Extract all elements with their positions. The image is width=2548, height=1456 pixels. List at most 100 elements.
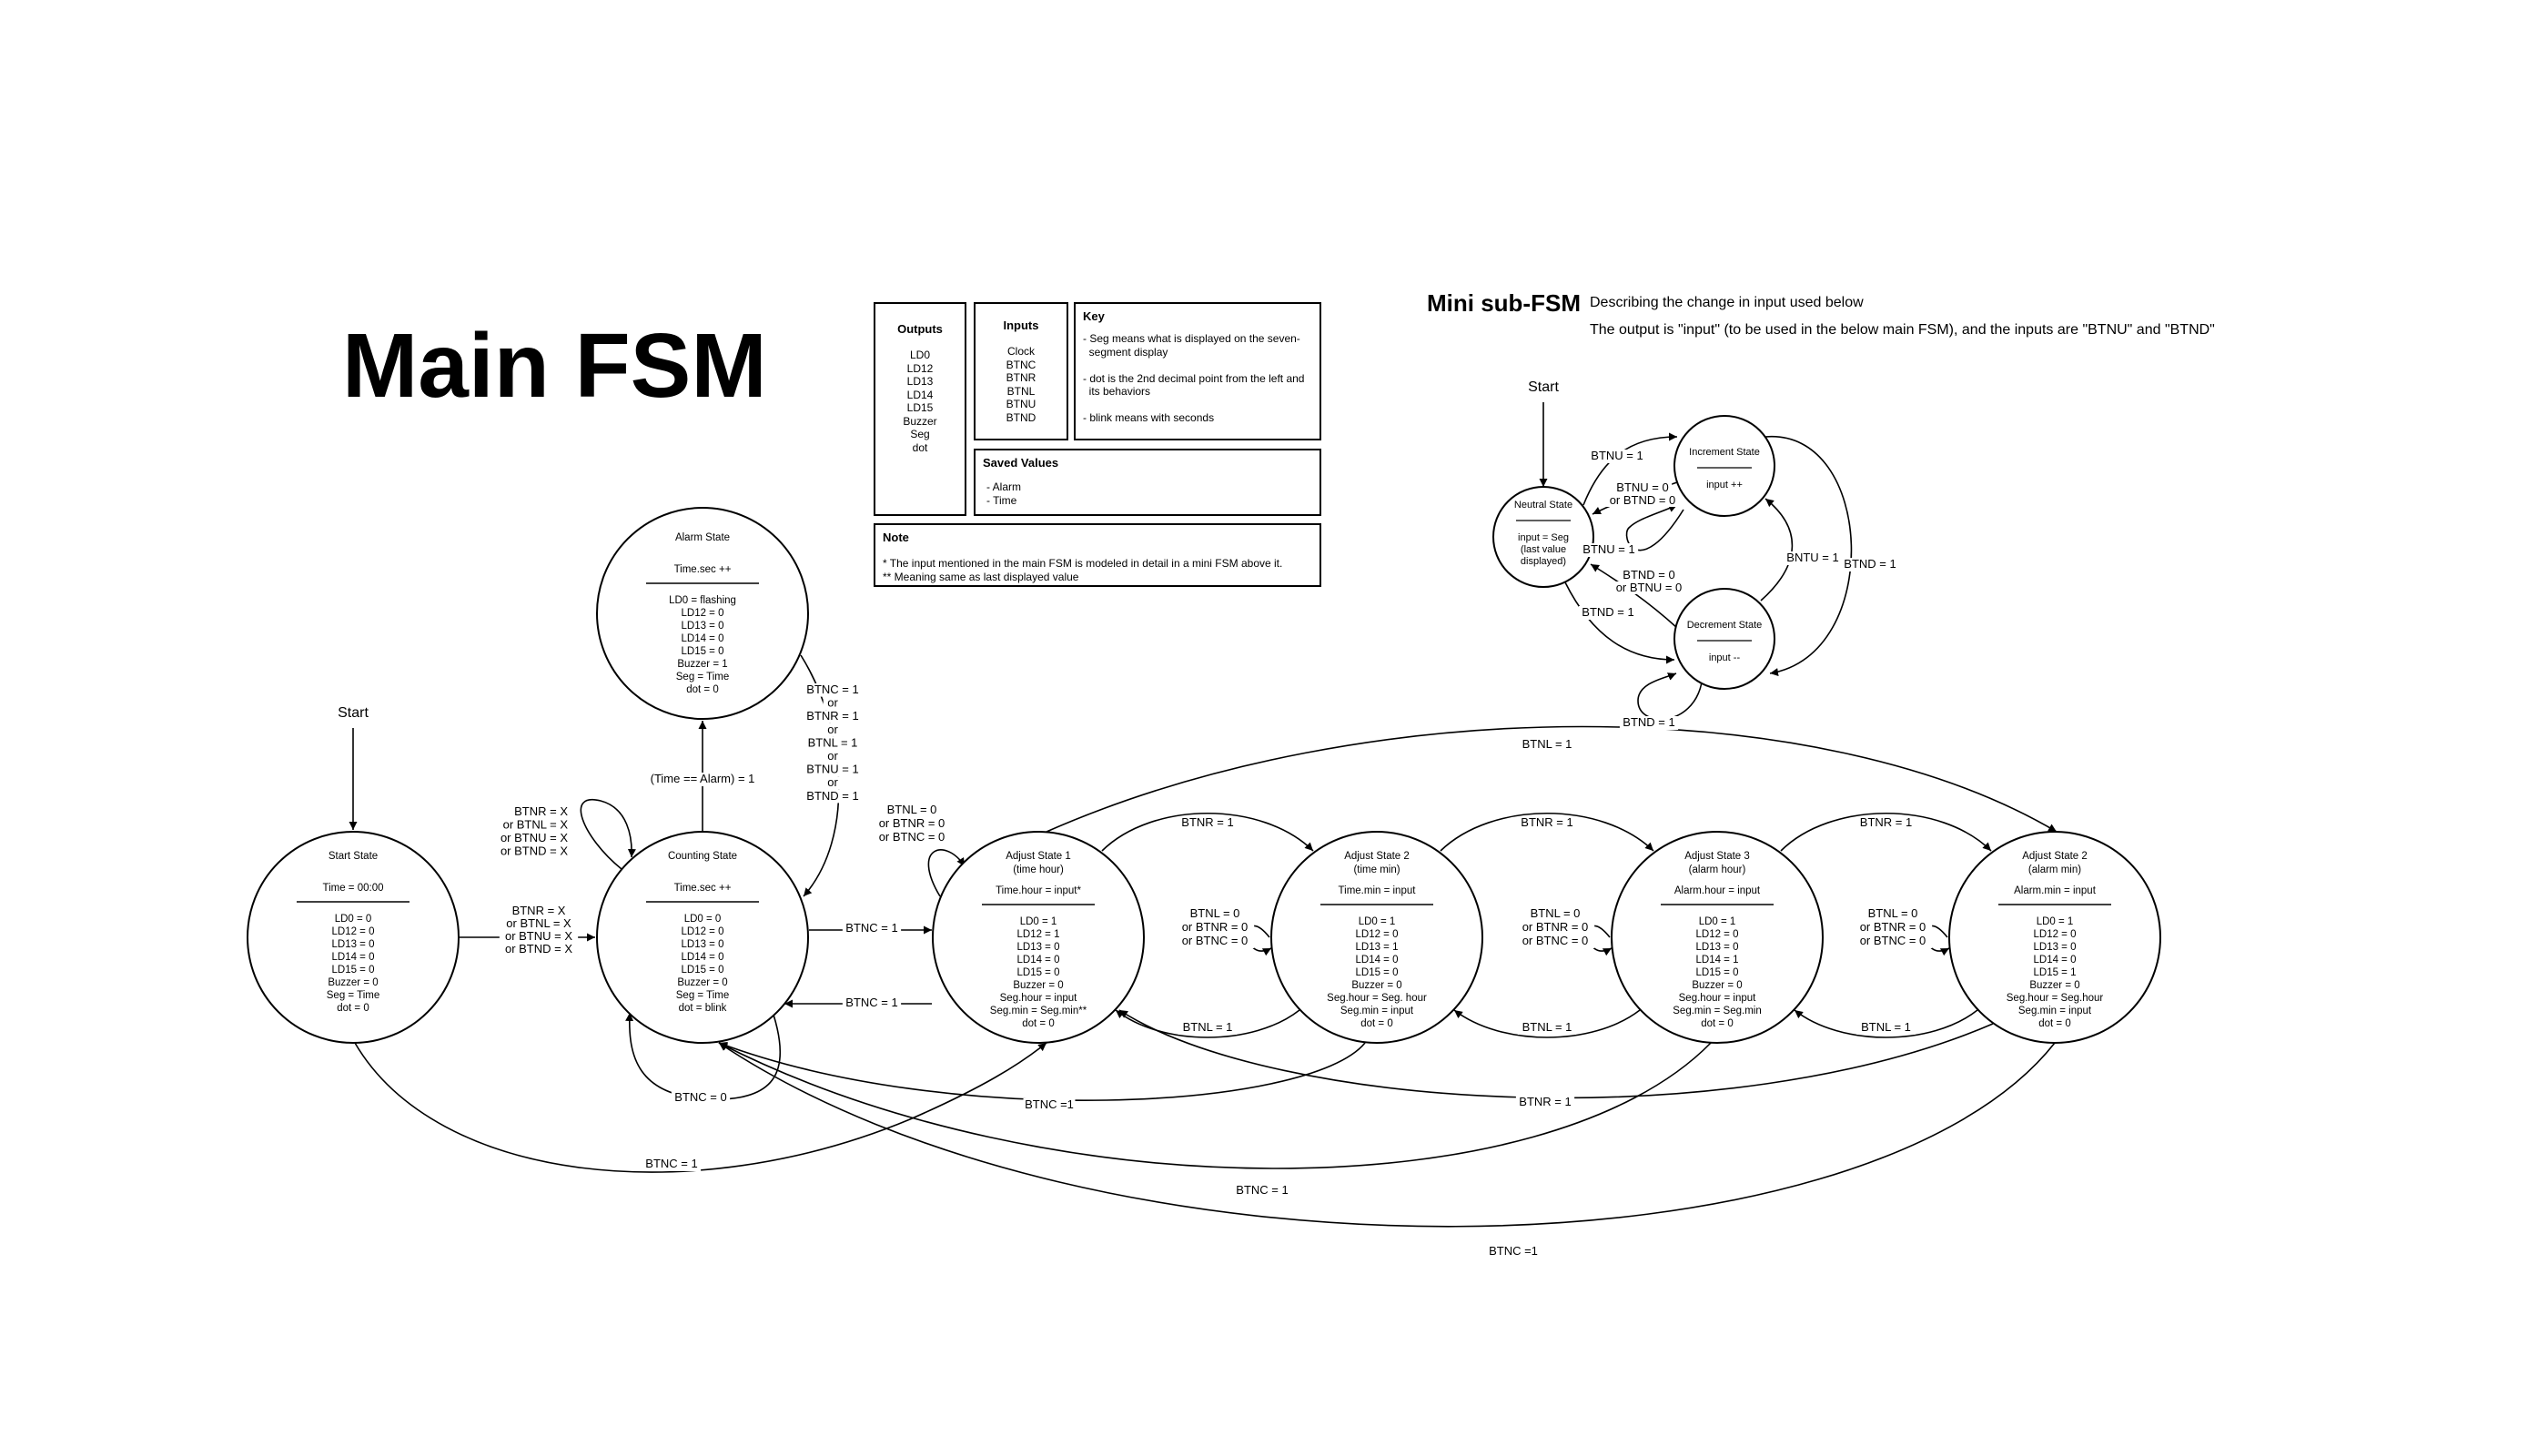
state-output: Seg = Time xyxy=(676,672,730,682)
label-start-to-counting-bg xyxy=(499,930,579,943)
label-adj1-self-bg xyxy=(872,831,952,844)
mini-label-bntu1: BNTU = 1 xyxy=(1786,551,1838,564)
state-output: dot = 0 xyxy=(1360,1018,1393,1029)
state-output: LD12 = 0 xyxy=(332,926,375,937)
state-title: Start State xyxy=(329,851,378,862)
note-item: * The input mentioned in the main FSM is… xyxy=(883,557,1283,570)
state-output: LD14 = 0 xyxy=(332,952,375,963)
mini-edge-decrement-to-increment xyxy=(1760,498,1794,602)
edge-adj2-to-counting xyxy=(718,1041,1366,1102)
state-output: LD0 = 1 xyxy=(1020,916,1057,927)
label-adj1_to_adj2-bg xyxy=(1178,816,1238,830)
state-output: LD14 = 0 xyxy=(682,633,724,644)
label-adj4-to-adj1-bg xyxy=(1515,1096,1575,1109)
mini-state-title: Decrement State xyxy=(1687,620,1763,631)
saved-value-item: - Time xyxy=(986,493,1017,507)
state-output: LD12 = 1 xyxy=(1017,929,1060,940)
state-output: Seg = Time xyxy=(327,990,380,1001)
label-start-to-adj1: BTNC = 1 xyxy=(645,1157,697,1170)
edge-adj3-to-counting xyxy=(718,1042,1712,1169)
mini-state-circle xyxy=(1673,415,1775,517)
state-action: Alarm.min = input xyxy=(2014,885,2097,896)
state-output: LD13 = 0 xyxy=(682,621,724,632)
label-adj3_self: or BTNR = 0 xyxy=(1522,920,1589,934)
label-adj2_to_adj1-bg xyxy=(1178,1021,1238,1035)
state-output: LD15 = 0 xyxy=(1356,967,1399,978)
state-output: Seg.hour = input xyxy=(1000,993,1078,1004)
mini-state-output: input = Seg xyxy=(1518,532,1569,543)
label-adj4_self: or BTNC = 0 xyxy=(1860,934,1926,947)
edge-adj1-self xyxy=(927,849,966,897)
mini-label-btnd0-btnu0-bg xyxy=(1609,581,1689,594)
state-output: LD14 = 0 xyxy=(682,952,724,963)
label-alarm-to-counting: BTND = 1 xyxy=(806,789,858,803)
output-item: LD12 xyxy=(906,361,934,375)
state-title: Adjust State 1 xyxy=(1006,851,1071,862)
edge-adj1-to-adj4 xyxy=(1046,725,2058,833)
mini-state-output: input ++ xyxy=(1706,480,1743,490)
edge-adj4-to-counting xyxy=(718,1042,2056,1228)
label-adj3_to_adj4: BTNR = 1 xyxy=(1860,815,1912,829)
label-adj2_to_adj1: BTNL = 1 xyxy=(1183,1020,1233,1034)
state-output: LD13 = 0 xyxy=(682,939,724,950)
mini-state-title: Increment State xyxy=(1689,447,1760,458)
mini-state-circle xyxy=(1492,486,1594,588)
label-alarm-to-counting-bg xyxy=(823,723,843,737)
input-item: BTNU xyxy=(1006,398,1036,410)
mini-label-btnu0-btnd0-bg xyxy=(1603,494,1683,507)
label-alarm-to-counting: BTNL = 1 xyxy=(808,735,858,749)
edge-adj3-to-adj4 xyxy=(1780,813,1992,852)
label-adj3_to_adj4-bg xyxy=(1856,816,1916,830)
mini-label-btnu1-a: BTNU = 1 xyxy=(1591,449,1643,462)
state-output: Seg.hour = Seg.hour xyxy=(2007,993,2104,1004)
label-alarm-to-counting: or xyxy=(827,723,838,736)
edge-start-to-adj1 xyxy=(354,1042,1047,1173)
state-output: LD0 = flashing xyxy=(669,595,736,606)
state-output: LD15 = 0 xyxy=(682,965,724,976)
transition-edges xyxy=(349,402,2058,1228)
saved-value-item: - Alarm xyxy=(986,480,1022,493)
state-output: LD15 = 0 xyxy=(682,646,724,657)
mini-edge-increment-self xyxy=(1625,504,1684,551)
state-circle xyxy=(1948,831,2161,1044)
state-output: dot = 0 xyxy=(686,684,719,695)
key-item: segment display xyxy=(1083,345,1168,359)
label-adj1-to-counting: BTNC = 1 xyxy=(845,996,897,1009)
state-output: Seg.hour = input xyxy=(1679,993,1757,1004)
label-alarm-to-counting-bg xyxy=(803,710,863,723)
mini-label-btnu0-btnd0: or BTND = 0 xyxy=(1610,493,1676,507)
state-action: Time = 00:00 xyxy=(322,883,383,894)
state-output: LD13 = 0 xyxy=(332,939,375,950)
label-adj1-to-adj4: BTNL = 1 xyxy=(1522,737,1572,751)
mini-label-btnd1-a-bg xyxy=(1578,606,1638,620)
state-output: LD14 = 0 xyxy=(2034,955,2077,966)
mini-state-output: (last value xyxy=(1521,544,1566,555)
label-counting-self-top-bg xyxy=(491,818,571,832)
label-adj3_to_adj2: BTNL = 1 xyxy=(1522,1020,1572,1034)
mini-state-output: displayed) xyxy=(1521,556,1566,567)
mini-label-btnd1-b: BTND = 1 xyxy=(1844,557,1896,571)
label-adj2_to_adj3: BTNR = 1 xyxy=(1521,815,1572,829)
state-output: LD13 = 0 xyxy=(1696,942,1739,953)
mini-label-btnu1-b-bg xyxy=(1579,543,1639,557)
label-adj1-self-bg xyxy=(882,804,942,817)
state-output: LD15 = 1 xyxy=(2034,967,2077,978)
label-alarm-to-counting: or xyxy=(827,775,838,789)
state-title: Adjust State 3 xyxy=(1684,851,1750,862)
label-adj1-to-adj4-bg xyxy=(1517,738,1577,752)
note-list: * The input mentioned in the main FSM is… xyxy=(883,557,1312,583)
state-output: Buzzer = 0 xyxy=(677,977,727,988)
label-adj2_self: or BTNC = 0 xyxy=(1182,934,1249,947)
label-alarm-to-counting-bg xyxy=(803,763,863,777)
label-counting-self-bottom: BTNC = 0 xyxy=(674,1090,726,1104)
mini-fsm-description-2: The output is "input" (to be used in the… xyxy=(1590,322,2215,338)
state-output: Seg.min = input xyxy=(1340,1006,1414,1016)
state-output: dot = 0 xyxy=(1022,1018,1055,1029)
state-output: LD0 = 0 xyxy=(335,914,372,925)
state-output: Buzzer = 1 xyxy=(677,659,727,670)
